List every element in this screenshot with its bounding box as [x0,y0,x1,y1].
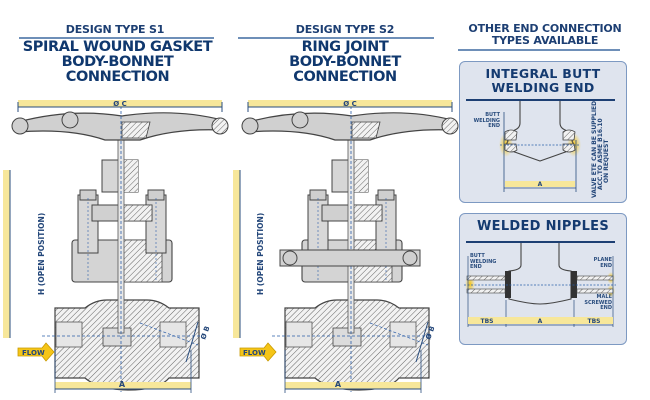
s1-flow-arrow-icon [17,342,55,362]
other-heading-line2: TYPES AVAILABLE [491,34,599,47]
integral-note: VALVE ETE CAN BE SUPPLIED ACC.TO ASME B1… [591,99,610,198]
s1-dim-b: Ø B [199,325,211,341]
panel-s1-title-line3: CONNECTION [65,69,170,85]
integral-title: INTEGRAL BUTT WELDING END [460,67,626,95]
nipples-left-l2: WELDING [470,258,497,265]
s1-flow-label: FLOW [22,349,45,357]
other-heading: OTHER END CONNECTION TYPES AVAILABLE [455,23,635,47]
s1-dim-a: A [119,380,126,389]
integral-note-l3: ON REQUEST [603,139,610,183]
integral-note-l1: VALVE ETE CAN BE SUPPLIED [591,101,598,198]
integral-end-label: BUTT WELDING END [472,112,500,130]
nipples-left-label: BUTT WELDING END [470,253,497,271]
nipples-left-l1: BUTT [470,253,485,259]
panel-s2-rule [238,37,434,39]
nipples-rb-l1: MALE [596,294,612,300]
nipples-left-l3: END [470,264,482,270]
s1-dim-c: Ø C [113,100,127,108]
integral-title-line2: WELDING END [491,80,595,95]
integral-end-label-l2: WELDING [473,117,500,124]
nipples-right-bottom-label: MALE SCREWED END [582,294,612,312]
integral-title-line1: INTEGRAL BUTT [485,66,601,81]
other-heading-line1: OTHER END CONNECTION [468,22,622,35]
panel-s2-title-line1: RING JOINT [301,39,389,55]
nipples-rb-l3: END [600,305,612,311]
nipples-dim-a: A [538,318,543,325]
integral-end-label-l1: BUTT [485,112,500,118]
panel-s2-title-line3: CONNECTION [293,69,397,85]
nipples-dim-tbs-left: TBS [481,318,494,325]
panel-s1-title-line2: BODY-BONNET [61,54,174,70]
other-heading-rule [458,49,620,51]
panel-s1-rule [19,37,214,39]
s1-dim-h: H (OPEN POSITION) [37,213,46,295]
valve-s2-drawing [232,99,459,394]
integral-dim-a: A [538,181,543,188]
nipples-dim-tbs-right: TBS [588,318,601,325]
nipples-rb-l2: SCREWED [584,299,612,306]
welded-nipples-drawing [464,241,616,327]
panel-s2-title-line2: BODY-BONNET [289,54,401,70]
integral-note-l2: ACC.TO ASME B16.10 [597,118,604,190]
s2-dim-h: H (OPEN POSITION) [256,213,265,295]
nipples-rt-l1: PLANE [593,257,612,263]
s2-flow-arrow-icon [239,342,277,362]
panel-s1-subtitle: DESIGN TYPE S1 [65,23,165,36]
nipples-rt-l2: END [600,262,612,269]
integral-butt-welding-drawing [466,99,615,192]
nipples-right-top-label: PLANE END [590,257,612,269]
s2-dim-a: A [335,380,342,389]
panel-s1-title-line1: SPIRAL WOUND GASKET [22,39,213,55]
integral-butt-welding-box [459,61,627,203]
panel-s1-title: SPIRAL WOUND GASKET BODY-BONNET CONNECTI… [10,40,225,85]
s2-flow-label: FLOW [243,349,266,357]
panel-s2-title: RING JOINT BODY-BONNET CONNECTION [240,40,450,85]
integral-end-label-l3: END [488,123,500,129]
s2-dim-c: Ø C [343,100,357,108]
panel-s2-subtitle: DESIGN TYPE S2 [295,23,395,36]
nipples-title: WELDED NIPPLES [477,219,609,234]
